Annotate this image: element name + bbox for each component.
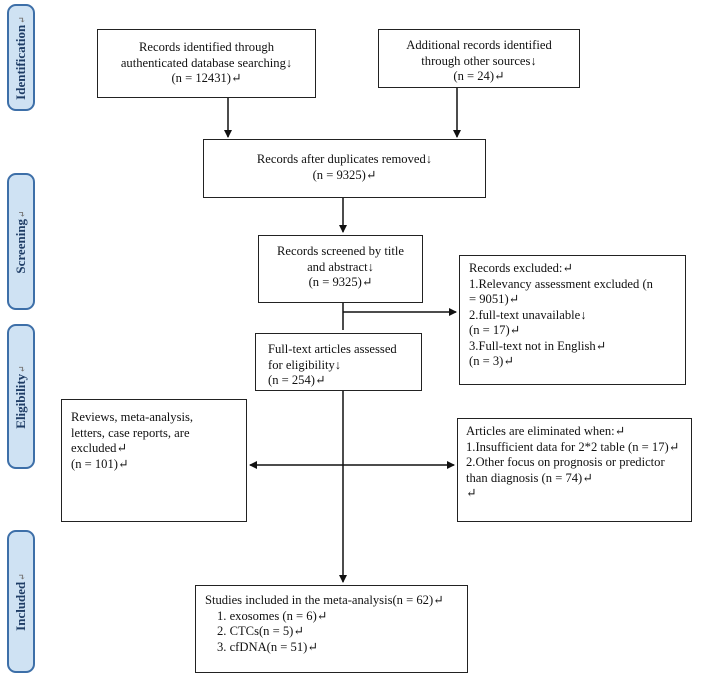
stage-eligibility: Eligibility↵ [7, 324, 35, 469]
box-records-excluded: Records excluded:↵ 1.Relevancy assessmen… [459, 255, 686, 385]
box-duplicates-removed: Records after duplicates removed↓ (n = 9… [203, 139, 486, 198]
stage-identification: Identification↵ [7, 4, 35, 111]
stage-included: Included↵ [7, 530, 35, 673]
box-fulltext-assessed: Full-text articles assessed for eligibil… [255, 333, 422, 391]
box-studies-included: Studies included in the meta-analysis(n … [195, 585, 468, 673]
box-other-sources: Additional records identified through ot… [378, 29, 580, 88]
stage-screening: Screening↵ [7, 173, 35, 310]
box-database-search: Records identified through authenticated… [97, 29, 316, 98]
box-reviews-excluded: Reviews, meta-analysis, letters, case re… [61, 399, 247, 522]
box-articles-eliminated: Articles are eliminated when:↵ 1.Insuffi… [457, 418, 692, 522]
box-screened: Records screened by title and abstract↓ … [258, 235, 423, 303]
